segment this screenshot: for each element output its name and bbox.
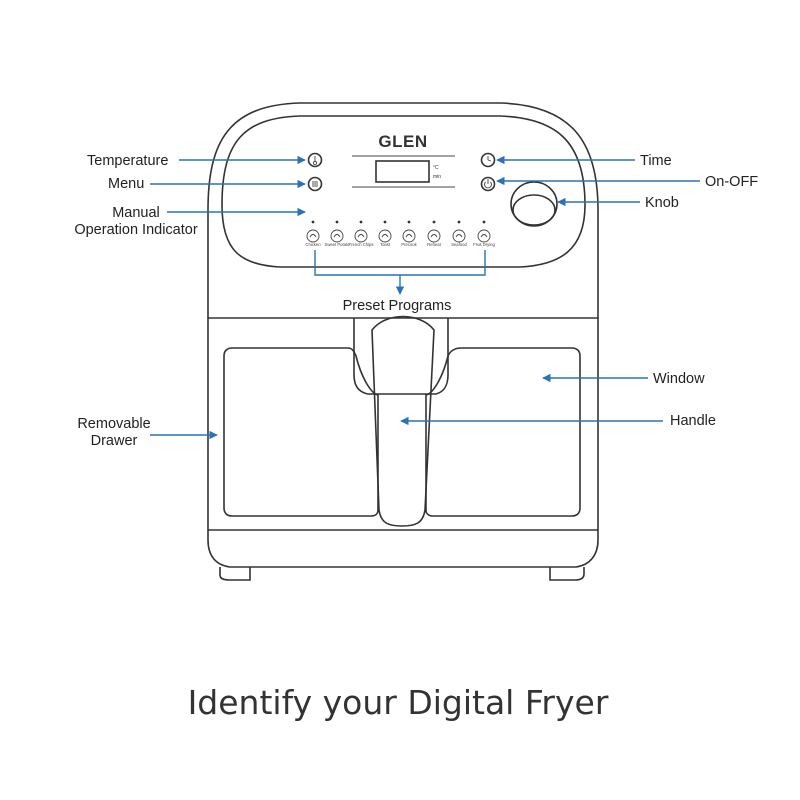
manual-indicator-dot	[383, 220, 387, 224]
manual-indicator-dot	[457, 220, 461, 224]
menu-button[interactable]	[307, 176, 323, 192]
preset-icon[interactable]	[477, 229, 491, 243]
lcd-display	[375, 160, 430, 183]
control-knob[interactable]	[510, 181, 558, 227]
menu-label: Menu	[108, 176, 144, 192]
control-panel	[221, 115, 586, 268]
power-button[interactable]	[480, 176, 496, 192]
preset-label: Reheat	[427, 242, 441, 247]
on-off-label: On-OFF	[705, 174, 758, 190]
preset-icon[interactable]	[452, 229, 466, 243]
preset-icon[interactable]	[402, 229, 416, 243]
time-label: Time	[640, 153, 672, 169]
clock-icon	[487, 156, 492, 162]
power-icon	[484, 179, 492, 189]
temperature-button[interactable]	[307, 152, 323, 168]
preset-programs-label: Preset Programs	[343, 298, 452, 314]
callout-arrows	[150, 155, 700, 440]
preset-glyph	[430, 234, 438, 238]
window-label: Window	[653, 371, 705, 387]
minutes-unit: min	[433, 174, 441, 180]
knob-label: Knob	[645, 195, 679, 211]
preset-icon[interactable]	[354, 229, 368, 243]
manual-indicator-dot	[311, 220, 315, 224]
list-icon	[312, 181, 318, 187]
handle-label: Handle	[670, 413, 716, 429]
right-window	[425, 347, 581, 517]
manual-indicator-dot	[482, 220, 486, 224]
time-button[interactable]	[480, 152, 496, 168]
manual-indicator-label-line1: Manual	[112, 205, 160, 221]
preset-glyph	[455, 234, 463, 238]
removable-drawer-label-line1: Removable	[77, 416, 150, 432]
preset-icon[interactable]	[378, 229, 392, 243]
preset-label: Precook	[401, 242, 417, 247]
manual-indicator-label-line2: Operation Indicator	[74, 222, 197, 238]
preset-glyph	[309, 234, 317, 238]
preset-glyph	[405, 234, 413, 238]
brand-logo: GLEN	[378, 132, 427, 151]
preset-label: Sweet Potato	[325, 242, 351, 247]
left-window	[223, 347, 379, 517]
preset-glyph	[381, 234, 389, 238]
manual-indicator-dot	[359, 220, 363, 224]
manual-indicator-dot	[432, 220, 436, 224]
thermometer-icon	[312, 156, 318, 166]
preset-icon[interactable]	[306, 229, 320, 243]
caption: Identify your Digital Fryer	[188, 683, 609, 722]
drawer-handle[interactable]	[371, 315, 435, 527]
preset-label: French Chips	[349, 242, 374, 247]
preset-glyph	[357, 234, 365, 238]
removable-drawer-label-line2: Drawer	[91, 433, 138, 449]
preset-label: Fruit Drying	[473, 242, 495, 247]
removable-drawer[interactable]	[207, 317, 599, 581]
preset-icon[interactable]	[330, 229, 344, 243]
preset-glyph	[480, 234, 488, 238]
preset-label: Seafood	[451, 242, 467, 247]
preset-glyph	[333, 234, 341, 238]
preset-label: Toast	[380, 242, 391, 247]
preset-label: Chicken	[305, 242, 321, 247]
preset-icon[interactable]	[427, 229, 441, 243]
manual-indicator-dot	[407, 220, 411, 224]
celsius-unit: °C	[433, 165, 439, 171]
manual-indicator-dot	[335, 220, 339, 224]
temperature-label: Temperature	[87, 153, 168, 169]
